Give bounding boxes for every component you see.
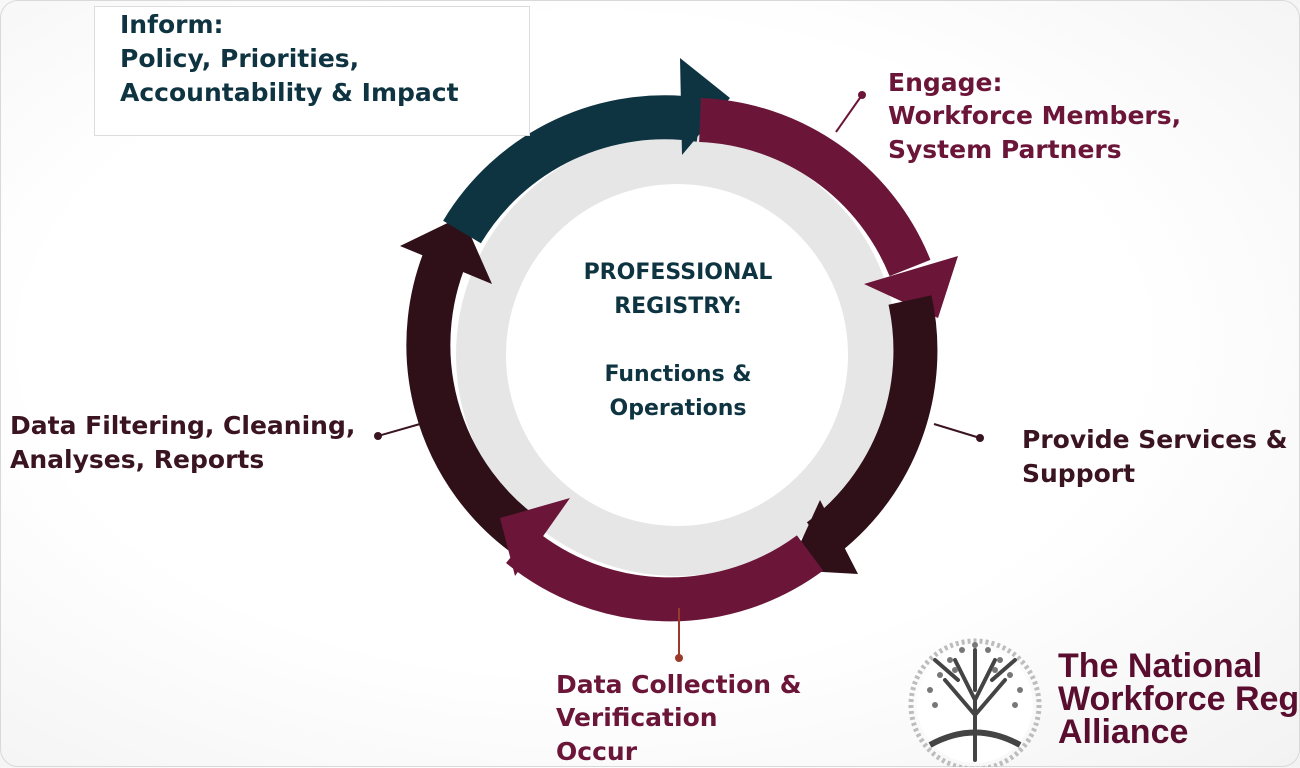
collection-line-1: Data Collection &	[556, 670, 802, 699]
connector-engage	[835, 94, 863, 133]
tree-logo-icon	[908, 638, 1042, 767]
provide-line-1: Provide Services &	[1022, 425, 1288, 454]
logo-text: The National Workforce Reg Alliance	[1058, 647, 1300, 751]
connector-provide	[933, 423, 981, 439]
dot-provide	[976, 434, 984, 442]
inform-heading: Inform:	[120, 10, 224, 39]
connector-filtering	[377, 423, 421, 437]
collection-line-3: Occur	[556, 737, 638, 766]
center-line-1: PROFESSIONAL	[583, 260, 773, 285]
engage-line-1: Workforce Members,	[888, 101, 1182, 130]
arrowhead-engage	[864, 256, 958, 318]
center-line-2: REGISTRY:	[614, 294, 742, 319]
engage-heading: Engage:	[888, 68, 1003, 97]
dot-collection	[675, 654, 683, 662]
inner-light-ring	[456, 134, 898, 576]
logo-line-1: The National	[1058, 647, 1263, 685]
arc-provide-services	[806, 295, 938, 558]
arc-engage	[698, 98, 931, 277]
inform-box	[94, 6, 530, 136]
logo-line-3: Alliance	[1058, 713, 1189, 751]
inform-line-2: Accountability & Impact	[120, 78, 459, 107]
filtering-line-1: Data Filtering, Cleaning,	[10, 411, 356, 440]
center-line-4: Operations	[609, 396, 747, 421]
center-disc	[507, 185, 847, 525]
dot-filtering	[374, 432, 382, 440]
arrowhead-data-collection	[500, 498, 570, 576]
center-line-3: Functions &	[604, 362, 752, 387]
center-text: PROFESSIONAL REGISTRY: Functions & Opera…	[548, 256, 808, 426]
provide-line-2: Support	[1022, 459, 1136, 488]
dot-engage	[858, 91, 866, 99]
collection-line-2: Verification	[556, 703, 718, 732]
arc-data-filtering	[406, 232, 546, 560]
filtering-line-2: Analyses, Reports	[10, 445, 265, 474]
inform-line-1: Policy, Priorities,	[120, 44, 360, 73]
arc-data-collection	[506, 528, 824, 622]
logo-line-2: Workforce Reg	[1058, 680, 1300, 718]
arc-inform	[443, 95, 704, 244]
engage-line-2: System Partners	[888, 135, 1122, 164]
